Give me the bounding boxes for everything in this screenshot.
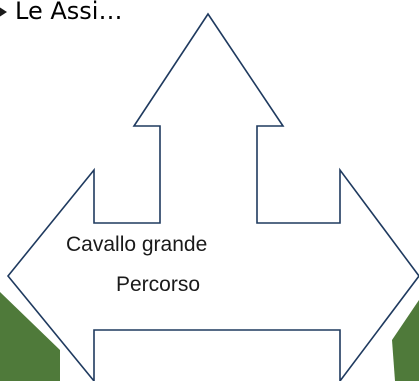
quad-arrow-shape bbox=[6, 12, 419, 381]
arrow-bullet-icon bbox=[0, 5, 7, 19]
center-label: Cavallo grande bbox=[66, 233, 208, 256]
bottom-label: Percorso bbox=[116, 273, 201, 296]
slide-title: Le Assi… bbox=[0, 0, 122, 28]
green-corner-left bbox=[0, 292, 60, 381]
green-corner-right bbox=[392, 300, 419, 381]
slide-title-text: Le Assi… bbox=[15, 0, 123, 25]
